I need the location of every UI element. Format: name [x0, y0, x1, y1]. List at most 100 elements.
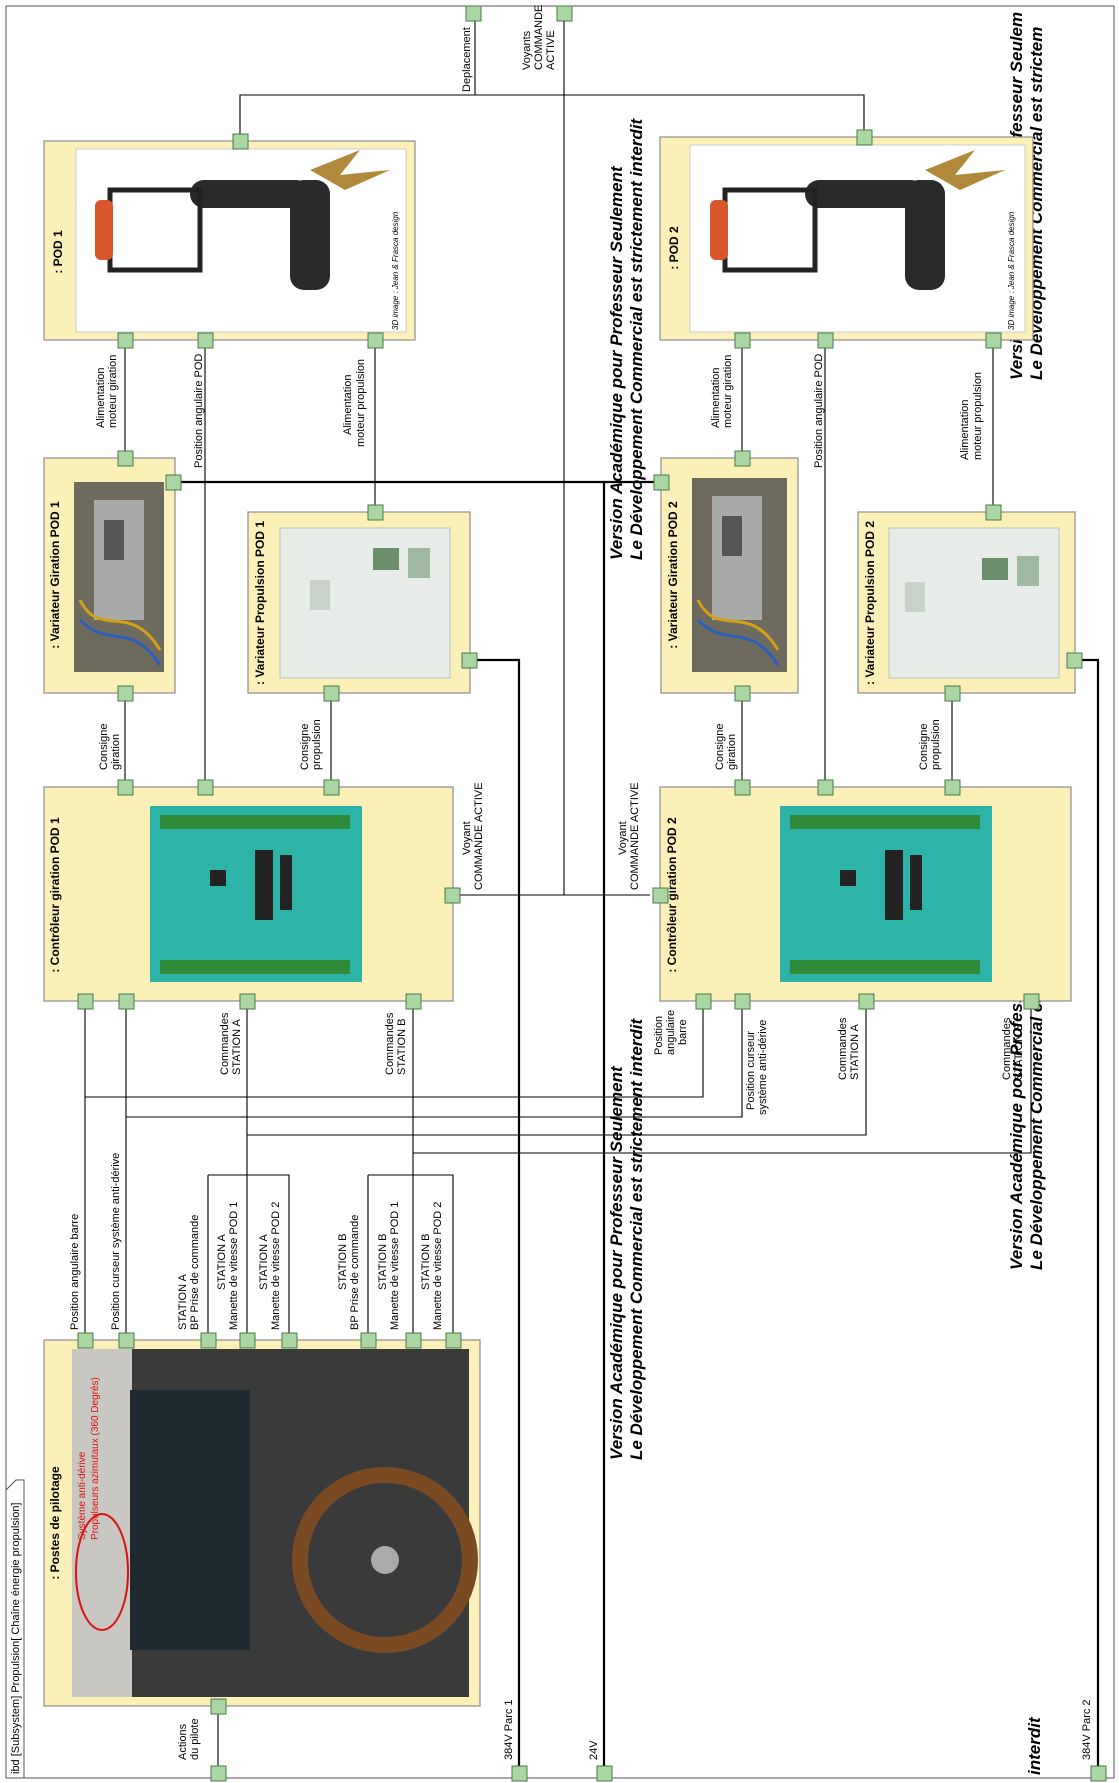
port[interactable] [117, 779, 134, 796]
port[interactable] [367, 332, 384, 349]
pod-body-icon [905, 180, 945, 290]
label-consigne-giration-2-b: giration [726, 734, 738, 770]
port[interactable] [239, 1332, 256, 1349]
port[interactable] [197, 332, 214, 349]
port[interactable] [232, 133, 249, 150]
port[interactable] [734, 993, 751, 1010]
port[interactable] [944, 685, 961, 702]
block-variateur-giration-pod-1[interactable]: : Variateur Giration POD 1 [43, 457, 176, 694]
port[interactable] [117, 332, 134, 349]
port[interactable] [323, 685, 340, 702]
label-voyants-1: Voyants [521, 30, 533, 70]
block-title: : Contrôleur giration POD 2 [665, 817, 679, 973]
port[interactable] [652, 887, 669, 904]
port[interactable] [444, 887, 461, 904]
port[interactable] [734, 450, 751, 467]
port[interactable] [734, 779, 751, 796]
port[interactable] [1090, 1765, 1107, 1782]
block-postes-de-pilotage[interactable]: : Postes de pilotage Système anti-dérive… [43, 1339, 481, 1707]
port[interactable] [197, 779, 214, 796]
label-voyant-2-b: COMMANDE ACTIVE [629, 782, 641, 890]
label-sta-a-m2-a: STATION A [258, 1234, 270, 1290]
label-cmd-b-1-b: STATION B [396, 1019, 408, 1075]
port[interactable] [117, 450, 134, 467]
label-384v-parc1: 384V Parc 1 [503, 1699, 515, 1760]
port[interactable] [461, 652, 478, 669]
block-title: : Contrôleur giration POD 1 [48, 817, 62, 973]
port[interactable] [985, 332, 1002, 349]
port[interactable] [653, 474, 670, 491]
port[interactable] [77, 993, 94, 1010]
watermark-line-3: Version Académique pour Professeur Seule… [607, 165, 626, 560]
label-sta-b-bp-a: STATION B [337, 1234, 349, 1290]
label-alim-giration-2-a: Alimentation [710, 367, 722, 428]
port[interactable] [281, 1332, 298, 1349]
block-controleur-giration-pod-2[interactable]: : Contrôleur giration POD 2 [659, 786, 1072, 1002]
port[interactable] [944, 779, 961, 796]
port[interactable] [695, 993, 712, 1010]
label-sta-b-m2-b: Manette de vitesse POD 2 [432, 1202, 444, 1330]
port[interactable] [985, 504, 1002, 521]
port[interactable] [360, 1332, 377, 1349]
label-pos-curseur: Position curseur système anti-dérive [110, 1153, 122, 1330]
port[interactable] [445, 1332, 462, 1349]
port[interactable] [210, 1765, 227, 1782]
frame-title: ibd [Subsystem] Propulsion[ Chaîne énerg… [10, 1503, 22, 1775]
port[interactable] [596, 1765, 613, 1782]
block-controleur-giration-pod-1[interactable]: : Contrôleur giration POD 1 [43, 786, 454, 1002]
port[interactable] [165, 474, 182, 491]
bus-384v-parc2 [1075, 658, 1100, 1778]
watermark-line-1: Version Académique pour Professeur Seule… [607, 1065, 626, 1460]
label-sta-a-m1-a: STATION A [216, 1234, 228, 1290]
highlight-ellipse [75, 1513, 129, 1631]
port[interactable] [200, 1332, 217, 1349]
port[interactable] [511, 1765, 528, 1782]
port[interactable] [117, 685, 134, 702]
label-sta-b-m2-a: STATION B [420, 1234, 432, 1290]
port[interactable] [239, 993, 256, 1010]
label-sta-a-m2-b: Manette de vitesse POD 2 [270, 1202, 282, 1330]
port[interactable] [734, 332, 751, 349]
port[interactable] [556, 5, 573, 22]
label-actions-pilote-a: Actions [177, 1723, 189, 1760]
watermark-line-2: Le Développement Commercial est strictem… [627, 1017, 646, 1460]
label-cmd-b-2-a: Commandes [1001, 1017, 1013, 1080]
port[interactable] [210, 1698, 227, 1715]
port[interactable] [118, 1332, 135, 1349]
port[interactable] [405, 1332, 422, 1349]
block-pod-1[interactable]: : POD 1 3D image : Jean & Frasca design [43, 140, 416, 341]
pod-shaft-icon [805, 180, 925, 208]
port[interactable] [465, 5, 482, 22]
block-variateur-propulsion-pod-2[interactable]: : Variateur Propulsion POD 2 [857, 511, 1076, 694]
pod-propeller-icon [310, 150, 390, 190]
label-sta-a-m1-b: Manette de vitesse POD 1 [228, 1202, 240, 1330]
port[interactable] [405, 993, 422, 1010]
label-pos-angulaire-pod-2: Position angulaire POD [813, 354, 825, 468]
port[interactable] [817, 332, 834, 349]
label-alim-giration-2-b: moteur giration [722, 355, 734, 428]
block-variateur-giration-pod-2[interactable]: : Variateur Giration POD 2 [660, 457, 799, 694]
port[interactable] [858, 993, 875, 1010]
port[interactable] [118, 993, 135, 1010]
label-pos-barre-2-c: barre [677, 1019, 689, 1045]
label-alim-propulsion-2-b: moteur propulsion [972, 372, 984, 460]
label-voyants-2: COMMANDE [533, 5, 545, 70]
block-pod-2[interactable]: : POD 2 3D image : Jean & Frasca design [659, 136, 1034, 341]
pod-body-icon [290, 180, 330, 290]
label-cmd-b-2-b: STATION B [1013, 1024, 1025, 1080]
port[interactable] [1023, 993, 1040, 1010]
label-sta-a-bp-a: STATION A [177, 1274, 189, 1330]
port[interactable] [856, 129, 873, 146]
port[interactable] [323, 779, 340, 796]
block-variateur-propulsion-pod-1[interactable]: : Variateur Propulsion POD 1 [247, 511, 471, 694]
port[interactable] [817, 779, 834, 796]
label-sta-b-bp-b: BP Prise de commande [349, 1215, 361, 1330]
port[interactable] [1066, 652, 1083, 669]
port[interactable] [367, 504, 384, 521]
port[interactable] [77, 1332, 94, 1349]
pod-shaft-icon [190, 180, 310, 208]
label-pos-barre-2-b: angulaire [665, 1010, 677, 1055]
block-title: : Variateur Propulsion POD 1 [253, 521, 267, 685]
port[interactable] [734, 685, 751, 702]
